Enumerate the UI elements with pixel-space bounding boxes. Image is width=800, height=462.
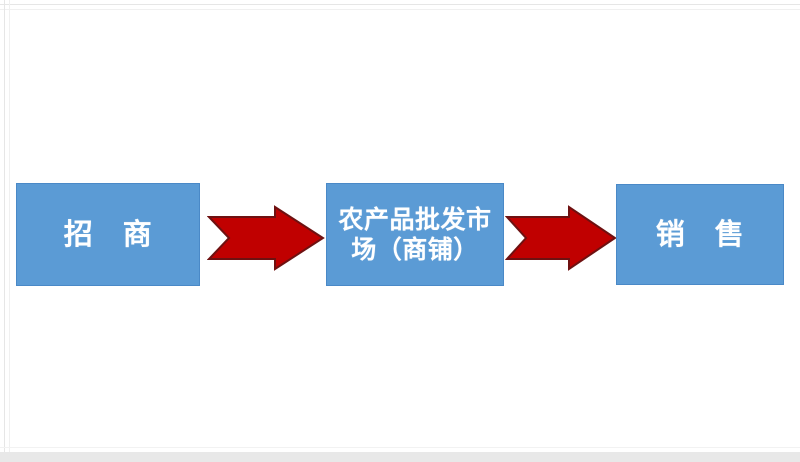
- right-block-arrow-icon-1: [206, 205, 325, 271]
- process-node-sales[interactable]: 销 售: [616, 184, 784, 285]
- process-node-market-label: 农产品批发市 场（商铺）: [338, 205, 492, 264]
- frame-bottom-rule: [0, 447, 800, 448]
- arrow-shape-2: [504, 205, 617, 271]
- frame-top-rule: [0, 4, 800, 5]
- arrow-shape-1: [206, 205, 325, 271]
- frame-bottom-band: [0, 452, 800, 462]
- right-block-arrow-icon-2: [504, 205, 617, 271]
- process-node-sales-label: 销 售: [655, 217, 745, 252]
- process-node-recruit[interactable]: 招 商: [16, 183, 200, 286]
- frame-top-rule-2: [0, 9, 800, 10]
- frame-left-rule: [4, 0, 5, 452]
- process-node-market[interactable]: 农产品批发市 场（商铺）: [326, 183, 504, 286]
- frame-left-rule-2: [9, 0, 10, 452]
- process-node-recruit-label: 招 商: [63, 217, 153, 252]
